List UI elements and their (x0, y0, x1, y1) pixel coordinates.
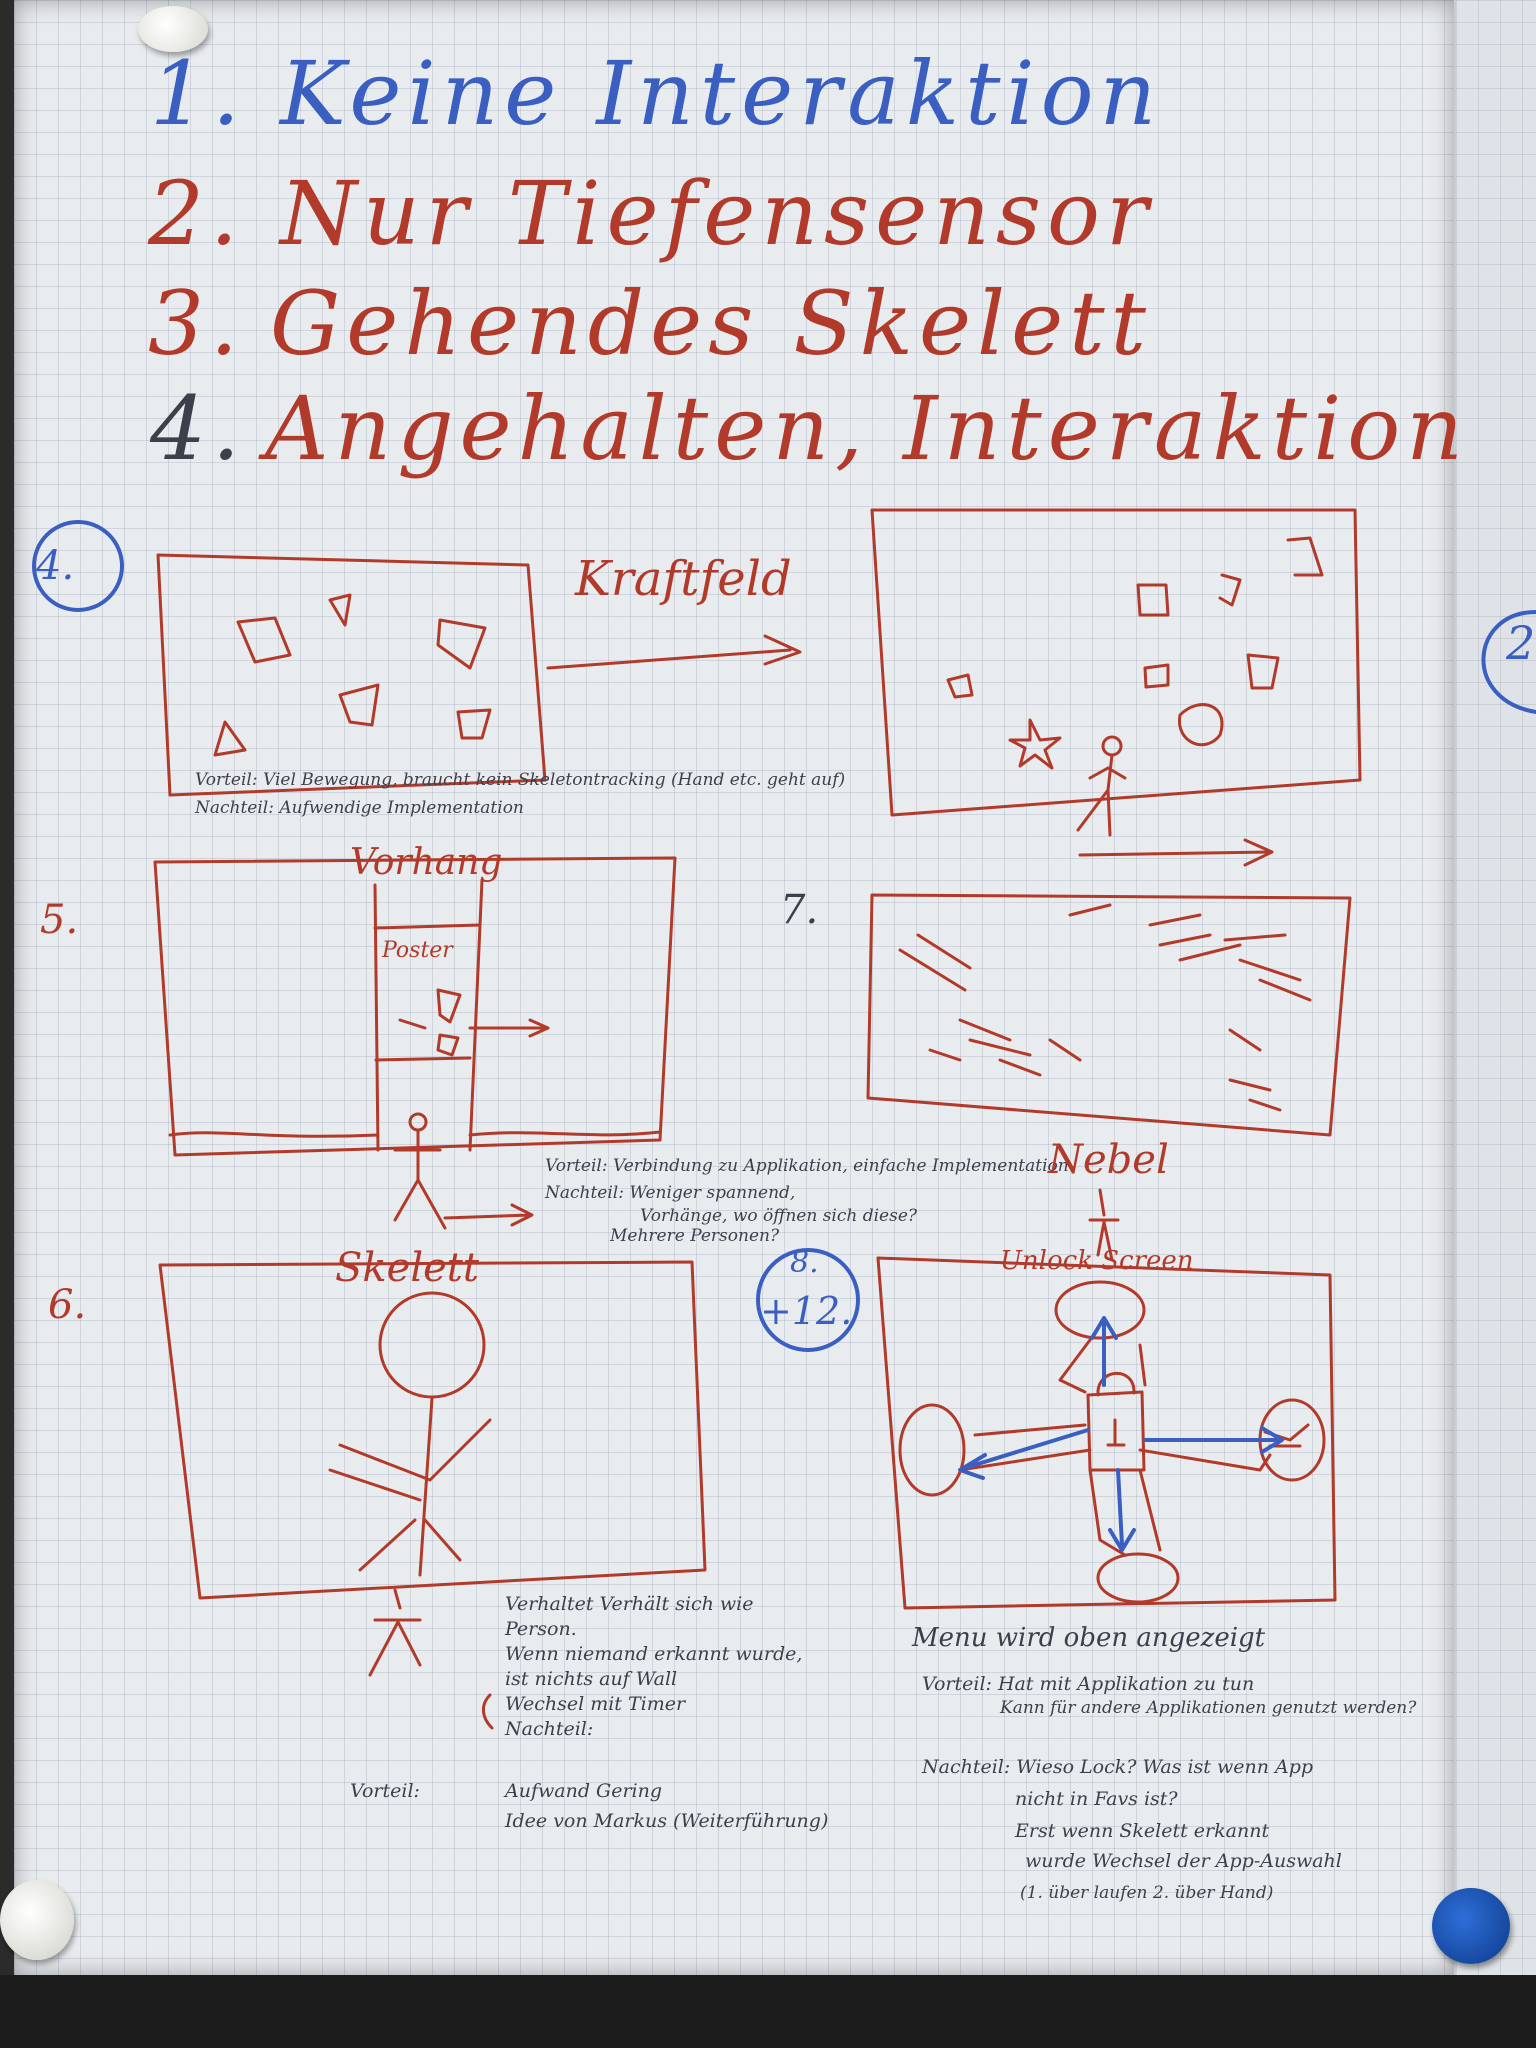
sketch-8-number: 8. (790, 1245, 819, 1280)
sketch-4-number-circle (32, 520, 124, 612)
adjacent-sheet (1454, 0, 1536, 1975)
list-item-2-number: 2. (148, 162, 244, 265)
sketch-8-note-1: Menu wird oben angezeigt (912, 1623, 1266, 1653)
sketch-8-label: Unlock Screen (1000, 1246, 1194, 1276)
sketch-5-poster: Poster (382, 938, 453, 963)
sketch-6-vorteil-label: Vorteil: (350, 1780, 420, 1802)
sketch-6-label: Skelett (335, 1245, 479, 1291)
list-item-1-text: Keine Interaktion (280, 42, 1163, 145)
list-item-4-text: Angehalten, Interaktion (265, 377, 1469, 480)
blue-pin (1432, 1888, 1510, 1964)
list-item-3-number: 3. (148, 272, 244, 375)
sketch-6-note-4: ist nichts auf Wall (505, 1668, 678, 1690)
sketch-5-label: Vorhang (350, 842, 503, 883)
sketch-8-note-5: nicht in Favs ist? (1015, 1788, 1178, 1810)
sketch-7-number: 7. (780, 887, 819, 933)
sketch-8-note-2: Vorteil: Hat mit Applikation zu tun (922, 1673, 1255, 1695)
list-item-3-text: Gehendes Skelett (270, 272, 1152, 375)
sketch-6-frame (158, 1260, 707, 1600)
sketch-5-cons-2: Vorhänge, wo öffnen sich diese? (640, 1206, 918, 1226)
sketch-7-label: Nebel (1048, 1137, 1169, 1183)
sketch-8-note-8: (1. über laufen 2. über Hand) (1020, 1883, 1274, 1903)
bottom-edge (0, 1975, 1536, 2048)
sketch-5-cons-1: Nachteil: Weniger spannend, (545, 1183, 796, 1203)
sketch-8-frame (876, 1256, 1337, 1610)
sketch-5-number: 5. (40, 897, 79, 943)
sketch-5-pros: Vorteil: Verbindung zu Applikation, einf… (545, 1156, 1069, 1176)
edge-number: 2 (1506, 616, 1536, 670)
sketch-6-note-3: Wenn niemand erkannt wurde, (505, 1643, 803, 1665)
list-item-1-number: 1. (150, 42, 246, 145)
sketch-8-note-7: wurde Wechsel der App-Auswahl (1025, 1850, 1342, 1872)
sketch-8-number-circle (756, 1248, 860, 1352)
sketch-4-frame (156, 553, 547, 797)
sketch-6-note-6: Nachteil: (505, 1718, 594, 1740)
sketch-8-number-2: +12. (760, 1289, 853, 1333)
sketch-6-vorteil-1: Aufwand Gering (505, 1780, 663, 1802)
flipchart-sheet (14, 0, 1454, 1975)
list-item-4-number: 4. (150, 377, 246, 480)
sketch-4-cons: Nachteil: Aufwendige Implementation (195, 798, 524, 818)
sketch-4-label: Kraftfeld (575, 551, 792, 607)
sketch-6-vorteil-2: Idee von Markus (Weiterführung) (505, 1810, 829, 1832)
sketch-4-number: 4. (36, 543, 75, 589)
sketch-6-note-1: Verhaltet Verhält sich wie (505, 1593, 754, 1615)
sketch-7-frame (866, 893, 1352, 1137)
sketch-5-frame (153, 856, 677, 1157)
sketch-6-note-5: Wechsel mit Timer (505, 1693, 686, 1715)
sketch-6-number: 6. (48, 1282, 87, 1328)
sketch-4-pros: Vorteil: Viel Bewegung, braucht kein Ske… (195, 770, 846, 790)
sketch-6-note-2: Person. (505, 1618, 577, 1640)
white-pin-bottom (0, 1880, 74, 1960)
list-item-2-text: Nur Tiefensensor (280, 162, 1155, 265)
sketch-8-note-4: Nachteil: Wieso Lock? Was ist wenn App (922, 1756, 1314, 1778)
white-pin-top (138, 6, 208, 52)
sketch-8-note-3: Kann für andere Applikationen genutzt we… (1000, 1698, 1417, 1718)
sketch-8-note-6: Erst wenn Skelett erkannt (1015, 1820, 1270, 1842)
sketch-5-cons-3: Mehrere Personen? (610, 1226, 780, 1246)
